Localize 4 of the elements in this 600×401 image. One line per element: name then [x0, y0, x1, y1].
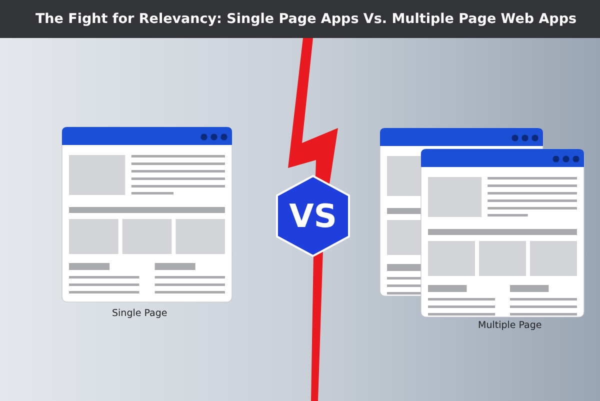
caption-label: Single Page [112, 308, 168, 319]
title-bar: The Fight for Relevancy: Single Page Apps Vs. Multiple Page Web Apps [0, 0, 600, 38]
vs-text: VS [289, 197, 337, 235]
caption-label: Multiple Page [478, 320, 542, 331]
